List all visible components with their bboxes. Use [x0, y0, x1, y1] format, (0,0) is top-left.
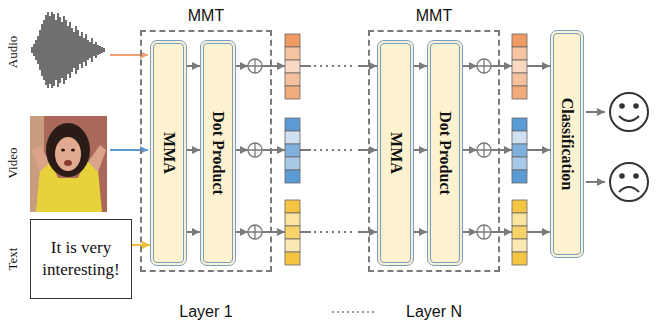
connector-segment: [527, 65, 550, 67]
ellipsis-line: [332, 311, 376, 313]
connector-segment: [527, 231, 550, 233]
connector-segment: [314, 149, 356, 151]
connector-segment: [414, 65, 427, 67]
connector-segment: [262, 65, 285, 67]
flow-arrow: [414, 232, 427, 233]
block-label: Dot Product: [436, 111, 454, 195]
block-label: Dot Product: [209, 111, 227, 195]
connector-segment: [491, 231, 512, 233]
connector-segment: [314, 231, 356, 233]
block-label: MMA: [387, 132, 405, 174]
flow-arrow: [414, 66, 427, 67]
feature-vector: [512, 34, 527, 265]
connector-segment: [463, 231, 477, 233]
mmt-layer: MMTMMADot Product: [140, 30, 272, 272]
mma-block: MMA: [150, 40, 187, 266]
classification-block: Classification: [550, 30, 584, 258]
connector-segment: [187, 149, 200, 151]
block-label: MMA: [160, 132, 178, 174]
connector-segment: [463, 149, 477, 151]
layer-label: Layer N: [406, 303, 462, 321]
connector-segment: [236, 65, 248, 67]
video-frame: [30, 116, 107, 212]
connector-segment: [527, 149, 550, 151]
input-text-box: It is very interesting!: [30, 219, 132, 299]
feature-vector: [285, 34, 300, 265]
connector-segment: [187, 65, 200, 67]
sad-face: [610, 163, 648, 201]
mma-block: MMA: [377, 40, 414, 266]
flow-arrow: [187, 150, 200, 151]
connector-segment: [262, 231, 285, 233]
video-arrow: [110, 149, 148, 151]
output-arrow: [586, 111, 605, 113]
layer-label: Layer 1: [179, 303, 232, 321]
input-sentence: It is very interesting!: [37, 237, 125, 281]
block-label: Classification: [558, 98, 576, 190]
connector-segment: [463, 65, 477, 67]
modality-label: Video: [5, 148, 21, 179]
connector-segment: [414, 231, 427, 233]
connector-segment: [314, 65, 356, 67]
connector-segment: [491, 149, 512, 151]
connector-segment: [236, 149, 248, 151]
audio-arrow: [110, 54, 148, 56]
mmt-layer: MMTMMADot Product: [368, 30, 500, 272]
flow-arrow: [463, 150, 550, 151]
flow-arrow: [463, 232, 550, 233]
connector-segment: [300, 231, 311, 233]
connector-segment: [414, 149, 427, 151]
dot-product-block: Dot Product: [200, 40, 236, 266]
flow-arrow: [187, 232, 200, 233]
connector-segment: [236, 231, 248, 233]
output-arrow: [586, 181, 605, 183]
dot-product-block: Dot Product: [427, 40, 463, 266]
connector-segment: [187, 231, 200, 233]
connector-segment: [300, 65, 311, 67]
flow-arrow: [463, 66, 550, 67]
connector-segment: [262, 149, 285, 151]
connector-segment: [300, 149, 311, 151]
happy-face: [610, 93, 648, 131]
modality-label: Audio: [5, 36, 21, 69]
audio-waveform: [32, 12, 104, 88]
connector-segment: [491, 65, 512, 67]
flow-arrow: [187, 66, 200, 67]
modality-label: Text: [5, 248, 21, 271]
flow-arrow: [414, 150, 427, 151]
layer-heading: MMT: [142, 7, 270, 25]
layer-heading: MMT: [370, 7, 498, 25]
